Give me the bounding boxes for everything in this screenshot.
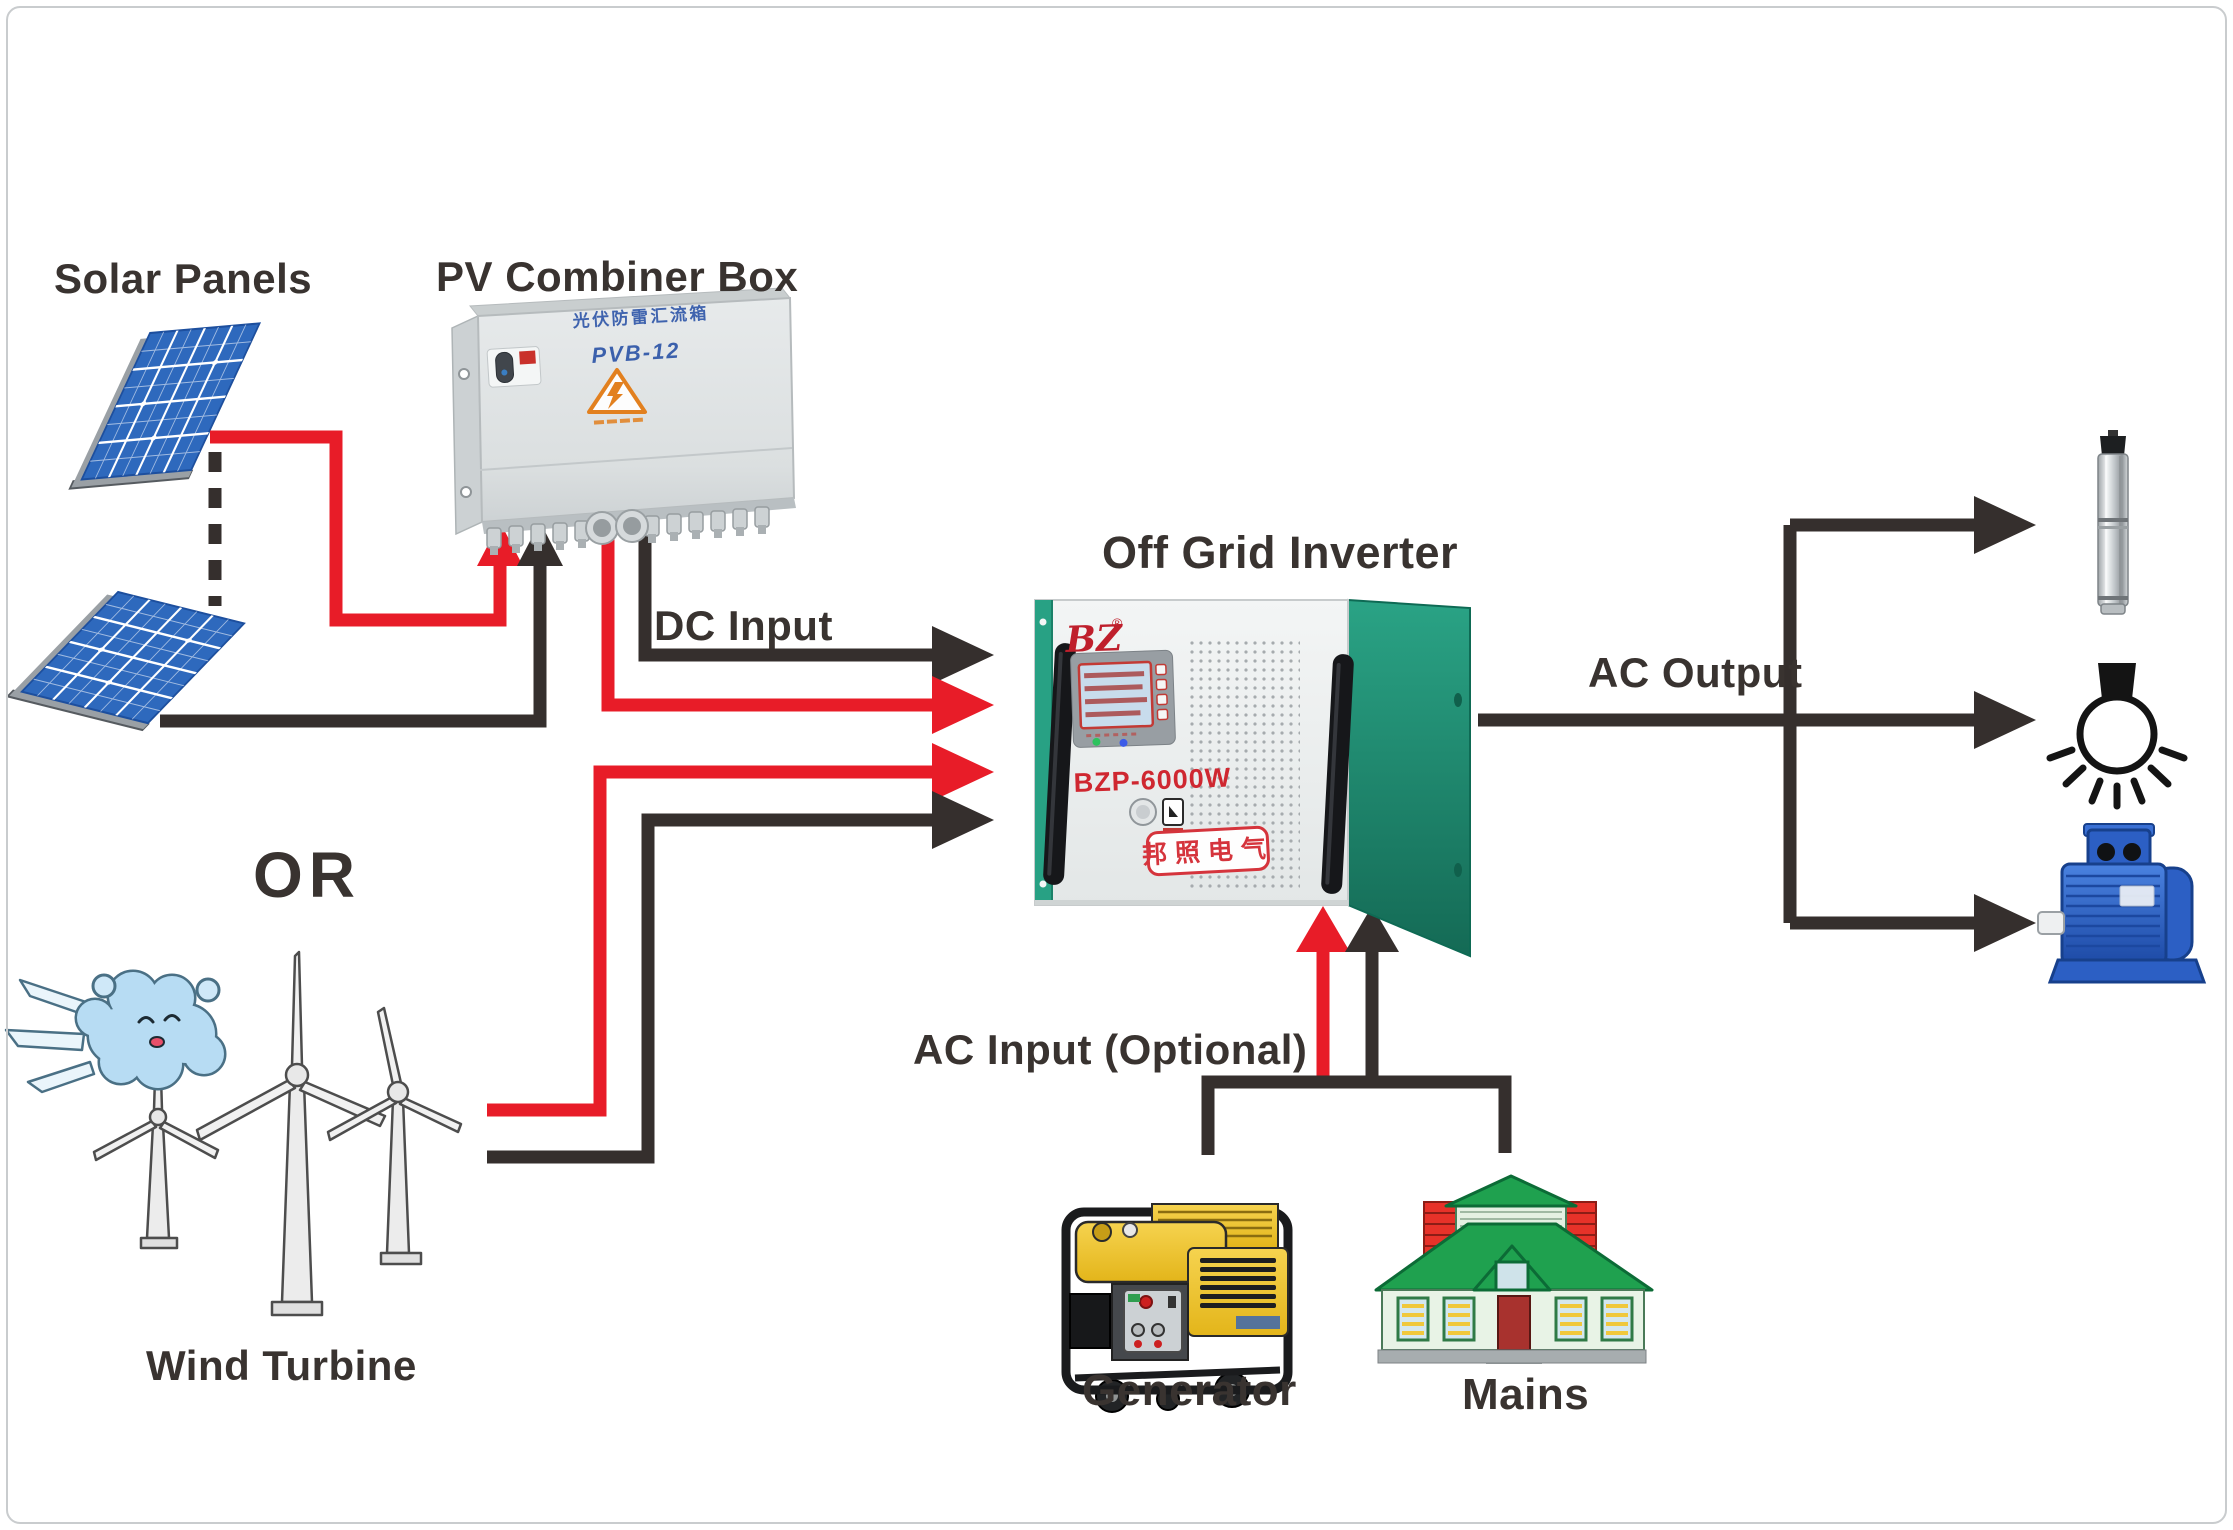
wind-turbine-label: Wind Turbine — [146, 1342, 417, 1389]
solar-panel-icon — [5, 590, 246, 732]
house-window-icon — [1396, 1296, 1634, 1342]
power-button — [1129, 798, 1157, 826]
touch-switch-sticker-icon — [1162, 798, 1184, 832]
cable-gland-icon — [486, 506, 770, 555]
flow-arrow-icon — [1974, 691, 2036, 749]
flow-arrow-icon — [932, 791, 994, 849]
solar-panel-icon — [68, 322, 262, 490]
solar-panels-label: Solar Panels — [54, 255, 313, 302]
generator-control-panel — [1123, 1289, 1183, 1353]
flow-arrow-icon — [1974, 894, 2036, 952]
lcd-display — [1070, 649, 1176, 748]
mains-label: Mains — [1462, 1370, 1590, 1419]
wire-ac-input — [1201, 906, 1512, 1155]
inverter-logo-reg: ® — [1112, 615, 1123, 631]
brand-text: 邦照电气 — [1141, 834, 1274, 870]
inverter-logo-text: BZ — [1064, 617, 1125, 661]
or-label: OR — [253, 839, 361, 911]
wire-dc-input — [601, 528, 994, 734]
flow-arrow-icon — [1296, 906, 1350, 952]
flow-arrow-icon — [932, 626, 994, 684]
brand-plate: 邦照电气 — [1141, 825, 1275, 877]
handle-icon — [1043, 643, 1354, 894]
pv-combiner-box-icon: 光伏防雷汇流箱 PVB-12 — [451, 287, 796, 555]
generator-label: Generator — [1082, 1366, 1297, 1415]
combiner-model-text: PVB-12 — [591, 338, 681, 368]
ac-input-optional-label: AC Input (Optional) — [913, 1026, 1308, 1073]
wire-ac-output — [1478, 496, 2036, 952]
warning-triangle-icon — [587, 368, 647, 425]
light-bulb-icon — [2046, 663, 2188, 810]
flow-arrow-icon — [1974, 496, 2036, 554]
flow-arrow-icon — [932, 743, 994, 801]
wire-solar-to-combiner — [160, 430, 563, 728]
wire-wind-to-inverter — [487, 743, 994, 1164]
status-led-green — [1092, 737, 1101, 746]
generator-vent-panel — [1187, 1247, 1289, 1337]
submersible-pump-icon — [2097, 430, 2129, 615]
pv-combiner-box-label: PV Combiner Box — [436, 253, 799, 300]
off-grid-inverter-icon: 邦照电气 BZ ® BZP-6000W — [1034, 598, 1471, 958]
mains-house-icon — [1374, 1174, 1654, 1364]
wind-turbine-icon — [92, 950, 463, 1317]
dc-input-label: DC Input — [654, 602, 833, 649]
status-led-blue — [1119, 738, 1128, 747]
off-grid-inverter-label: Off Grid Inverter — [1102, 527, 1459, 578]
flow-arrow-icon — [932, 676, 994, 734]
inverter-model-text: BZP-6000W — [1073, 763, 1231, 798]
electric-motor-icon — [2037, 823, 2207, 984]
house-door-icon — [1497, 1295, 1531, 1351]
generator-icon — [1061, 1203, 1293, 1413]
wind-cloud-icon — [4, 969, 227, 1094]
breaker-switch-icon — [486, 346, 542, 388]
flow-arrow-icon — [1345, 906, 1399, 952]
ac-output-label: AC Output — [1588, 649, 1803, 696]
